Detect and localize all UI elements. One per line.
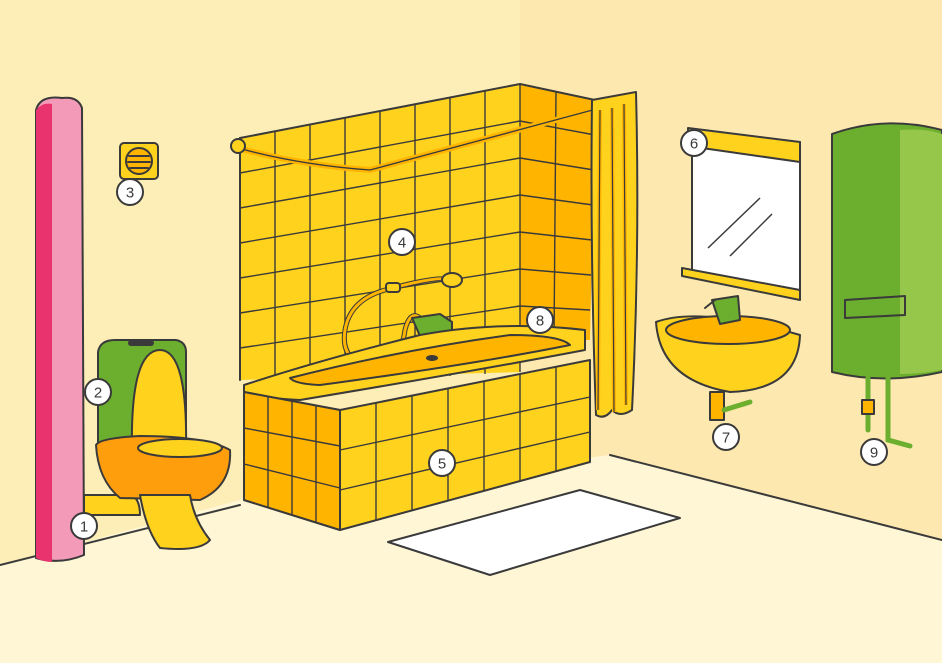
marker-label: 1 [80, 519, 88, 536]
marker-label: 2 [94, 385, 102, 402]
marker-2: 2 [85, 379, 111, 405]
marker-4: 4 [389, 229, 415, 255]
marker-9: 9 [861, 439, 887, 465]
marker-7: 7 [713, 424, 739, 450]
ventilation-grille-icon [120, 143, 158, 179]
marker-3: 3 [117, 179, 143, 205]
marker-label: 5 [438, 456, 446, 473]
mirror [682, 140, 800, 300]
water-heater [832, 123, 942, 378]
marker-5: 5 [429, 450, 455, 476]
marker-label: 4 [398, 235, 406, 252]
marker-label: 9 [870, 445, 878, 462]
marker-label: 7 [722, 430, 730, 447]
shower-curtain [592, 92, 638, 417]
marker-label: 6 [690, 136, 698, 153]
marker-label: 3 [126, 185, 134, 202]
marker-label: 8 [536, 313, 544, 330]
marker-6: 6 [681, 130, 707, 156]
marker-8: 8 [527, 307, 553, 333]
marker-1: 1 [71, 513, 97, 539]
